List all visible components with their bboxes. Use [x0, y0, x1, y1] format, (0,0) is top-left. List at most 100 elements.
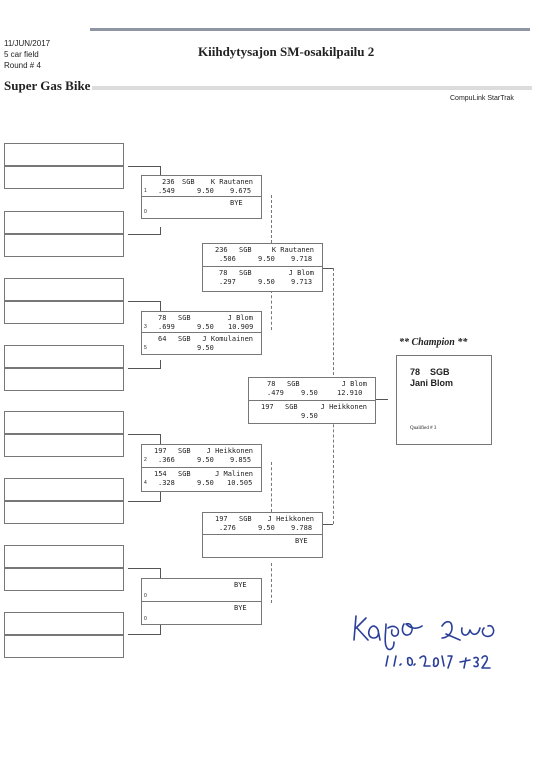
connector	[271, 290, 272, 330]
dial-in: 9.50	[258, 524, 275, 532]
connector	[128, 501, 160, 502]
dial-in: 9.50	[258, 255, 275, 263]
connector	[271, 563, 272, 603]
connector	[322, 524, 333, 525]
reaction-time: .328	[158, 479, 175, 487]
reaction-time: .276	[219, 524, 236, 532]
car-class: SGB	[178, 335, 191, 343]
car-number: 78	[267, 380, 276, 388]
dial-in: 9.50	[197, 344, 214, 352]
match-box-round1-1: 236 SGB K Rautanen 1 .549 9.50 9.675 BYE…	[141, 175, 262, 219]
car-number: 78	[158, 314, 167, 322]
lane-row: BYE 0	[142, 602, 261, 622]
lane-row: BYE 0	[142, 197, 261, 217]
elapsed-time: 9.788	[291, 524, 313, 532]
car-class: SGB	[178, 314, 191, 322]
connector	[160, 360, 161, 369]
dial-in: 9.50	[197, 187, 214, 195]
reaction-time: .506	[219, 255, 236, 263]
entry-slot	[4, 234, 124, 257]
connector	[160, 625, 161, 635]
connector	[271, 462, 272, 512]
seed-number: 0	[144, 209, 147, 215]
match-box-final: 78 SGB J Blom .479 9.50 12.910 197 SGB J…	[248, 377, 376, 424]
software-credit: CompuLink StarTrak	[450, 95, 514, 102]
racer-name: J Blom	[288, 269, 314, 277]
reaction-time: .297	[219, 278, 236, 286]
connector	[322, 268, 333, 269]
entry-slot	[4, 568, 124, 591]
racer-name: J Malinen	[215, 470, 253, 478]
champion-car-class: 78 SGB	[410, 367, 450, 377]
lane-row: 78 SGB J Blom .479 9.50 12.910	[249, 378, 375, 401]
connector	[160, 434, 161, 444]
car-class: SGB	[287, 380, 300, 388]
dotted-leader	[92, 86, 532, 90]
entry-slot	[4, 545, 124, 568]
car-class: SGB	[239, 515, 252, 523]
connector	[128, 568, 160, 569]
lane-row: BYE	[203, 535, 322, 555]
seed-number: 3	[144, 324, 147, 330]
connector	[128, 634, 160, 635]
elapsed-time: 9.675	[230, 187, 252, 195]
racer-name: J Heikkonen	[206, 447, 253, 455]
lane-row: 197 SGB J Heikkonen 9.50	[249, 401, 375, 421]
seed-number: 1	[144, 188, 147, 194]
entry-slot	[4, 211, 124, 234]
lane-row: 78 SGB J Blom 3 .699 9.50 10.909	[142, 312, 261, 333]
racer-name: BYE	[234, 604, 247, 612]
car-class: SGB	[178, 470, 191, 478]
entry-slot	[4, 612, 124, 635]
elapsed-time: 9.718	[291, 255, 313, 263]
connector	[128, 301, 160, 302]
lane-row: 64 SGB J Komulainen 5 9.50	[142, 333, 261, 353]
match-box-round2-1: 236 SGB K Rautanen .506 9.50 9.718 78 SG…	[202, 243, 323, 292]
racer-name: J Komulainen	[202, 335, 253, 343]
lane-row: 197 SGB J Heikkonen 2 .366 9.50 9.855	[142, 445, 261, 468]
connector	[333, 404, 334, 524]
elapsed-time: 10.909	[228, 323, 254, 331]
match-box-round2-2: 197 SGB J Heikkonen .276 9.50 9.788 BYE	[202, 512, 323, 558]
champion-name: Jani Blom	[410, 378, 454, 388]
car-number: 197	[215, 515, 228, 523]
lane-row: 197 SGB J Heikkonen .276 9.50 9.788	[203, 513, 322, 535]
event-title: Kiihdytysajon SM-osakilpailu 2	[198, 44, 375, 59]
connector	[374, 399, 388, 400]
entry-slot	[4, 411, 124, 434]
racer-name: BYE	[295, 537, 308, 545]
car-number: 197	[154, 447, 167, 455]
connector	[160, 301, 161, 311]
match-box-round1-2: 78 SGB J Blom 3 .699 9.50 10.909 64 SGB …	[141, 311, 262, 355]
seed-number: 4	[144, 480, 147, 486]
lane-row: 236 SGB K Rautanen .506 9.50 9.718	[203, 244, 322, 267]
entry-slot	[4, 434, 124, 457]
entry-slot	[4, 345, 124, 368]
dial-in: 9.50	[197, 456, 214, 464]
reaction-time: .699	[158, 323, 175, 331]
class-name: Super Gas Bike	[4, 78, 91, 93]
reaction-time: .479	[267, 389, 284, 397]
connector	[128, 166, 160, 167]
connector	[160, 227, 161, 235]
seed-number: 5	[144, 345, 147, 351]
dial-in: 9.50	[301, 412, 318, 420]
connector	[271, 195, 272, 243]
elapsed-time: 12.910	[337, 389, 363, 397]
entry-slot	[4, 478, 124, 501]
dial-in: 9.50	[258, 278, 275, 286]
racer-name: J Blom	[227, 314, 253, 322]
car-number: 78	[219, 269, 228, 277]
event-date: 11/JUN/2017	[4, 39, 51, 48]
racer-name: J Heikkonen	[267, 515, 314, 523]
seed-number: 0	[144, 616, 147, 622]
car-number: 64	[158, 335, 167, 343]
car-class: SGB	[182, 178, 195, 186]
lane-row: 78 SGB J Blom .297 9.50 9.713	[203, 267, 322, 287]
entry-slot	[4, 368, 124, 391]
entry-slot	[4, 501, 124, 524]
entry-slot	[4, 166, 124, 189]
entry-slot	[4, 278, 124, 301]
dial-in: 9.50	[197, 323, 214, 331]
round-number: Round # 4	[4, 61, 41, 70]
